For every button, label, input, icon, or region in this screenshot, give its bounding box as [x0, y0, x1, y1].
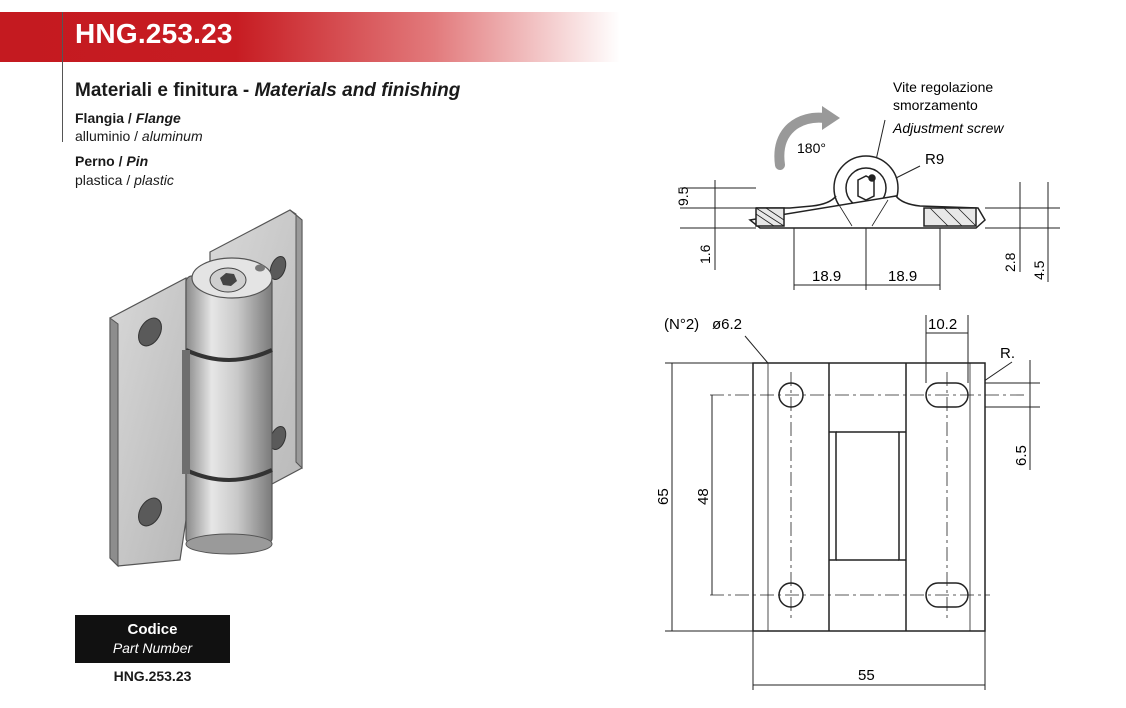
hinge-front-flange — [109, 277, 187, 568]
flange-value-it: alluminio / — [75, 128, 142, 144]
flange-label-it: Flangia / — [75, 110, 136, 126]
dim-4-5: 4.5 — [1031, 260, 1047, 280]
dim-9-5: 9.5 — [675, 186, 691, 206]
dim-55: 55 — [858, 667, 875, 684]
code-label: Codice — [127, 621, 178, 638]
hole-diameter: ø6.2 — [712, 316, 742, 333]
dim-18-9-right: 18.9 — [888, 268, 917, 285]
hinge-illustration — [109, 209, 303, 568]
front-dim-lines — [665, 315, 1040, 690]
part-number-value: HNG.253.23 — [113, 668, 192, 684]
screw-label-1: Vite regolazione — [893, 79, 993, 95]
screw-label-2: smorzamento — [893, 97, 978, 113]
top-dim-lines — [680, 180, 1060, 290]
center-lines — [710, 372, 1025, 620]
pin-value-it: plastica / — [75, 172, 135, 188]
dim-1-6: 1.6 — [697, 244, 713, 264]
materials-heading: Materiali e finitura - Materials and fin… — [75, 80, 460, 102]
rotation-label: 180° — [797, 140, 826, 156]
flange-value: alluminio / aluminum — [75, 128, 203, 144]
part-number-box: Codice Part Number — [75, 615, 230, 663]
rotation-arrow — [774, 106, 840, 170]
header-divider — [62, 12, 63, 142]
pin-label: Perno / Pin — [75, 153, 148, 169]
code-label-en: Part Number — [112, 640, 193, 656]
dim-48: 48 — [695, 488, 712, 505]
flange-label-en: Flange — [135, 110, 181, 126]
top-view-profile — [748, 155, 986, 229]
materials-heading-it: Materiali e finitura - — [75, 80, 255, 101]
pin-label-it: Perno / — [75, 153, 127, 169]
radius-label: R9 — [925, 151, 944, 168]
dim-10-2: 10.2 — [928, 316, 957, 333]
page-title: HNG.253.23 — [75, 18, 233, 49]
pin-value: plastica / plastic — [75, 172, 174, 188]
radius-r-label: R. — [1000, 345, 1015, 362]
hinge-knuckle — [182, 275, 273, 555]
dim-6-5: 6.5 — [1013, 445, 1030, 466]
dim-18-9-left: 18.9 — [812, 268, 841, 285]
pin-value-en: plastic — [134, 172, 174, 188]
materials-heading-en: Materials and finishing — [254, 80, 461, 101]
front-view-drawing: (N°2) ø6.2 10.2 R. — [655, 315, 1040, 690]
front-plate — [752, 362, 986, 632]
flange-label: Flangia / Flange — [75, 110, 181, 126]
top-view-drawing: 180° Vite regolazione smorzamento Adjust… — [675, 79, 1060, 290]
dim-2-8: 2.8 — [1002, 252, 1018, 272]
hinge-top-cap — [191, 257, 273, 299]
pin-label-en: Pin — [126, 153, 149, 169]
screw-label-en: Adjustment screw — [892, 120, 1004, 136]
hole-note: (N°2) — [664, 316, 699, 333]
flange-value-en: aluminum — [141, 128, 203, 144]
dim-65: 65 — [655, 488, 672, 505]
header-banner — [0, 12, 620, 62]
